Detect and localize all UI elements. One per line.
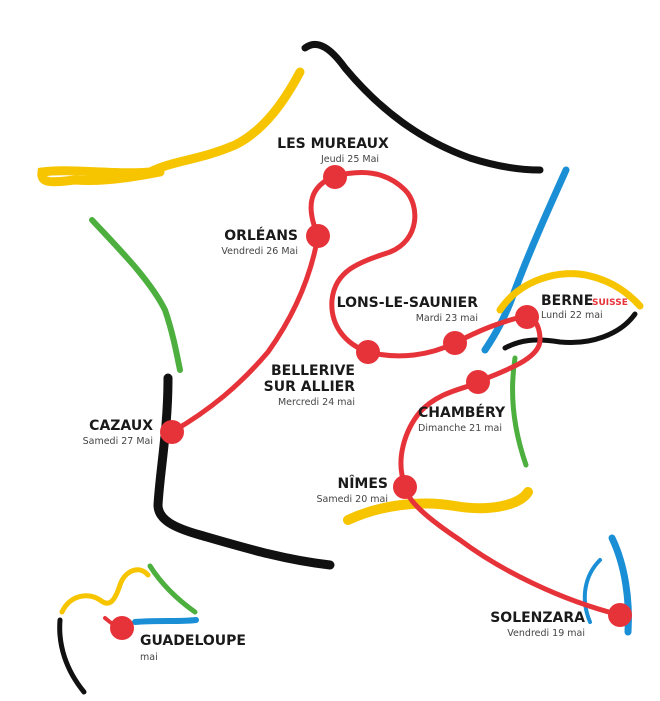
city-label-chambery: CHAMBÉRY [418, 404, 506, 421]
date-label-guadeloupe: mai [140, 652, 158, 663]
stop-marker-guadeloupe[interactable] [110, 616, 134, 640]
stop-marker-bellerive[interactable] [356, 340, 380, 364]
outline-black-north [301, 40, 544, 174]
city-label-les-mureaux: LES MUREAUX [277, 136, 389, 152]
country-tag-suisse: SUISSE [592, 298, 628, 308]
date-label-orleans: Vendredi 26 Mai [221, 246, 298, 257]
stop-marker-les-mureaux[interactable] [323, 165, 347, 189]
guadeloupe-green [147, 563, 198, 615]
stop-marker-lons-le-saunier[interactable] [443, 331, 467, 355]
date-label-cazaux: Samedi 27 Mai [83, 436, 153, 447]
stop-markers [110, 165, 632, 640]
guadeloupe-blue [132, 617, 199, 625]
date-label-chambery: Dimanche 21 mai [418, 423, 502, 434]
city-label-bellerive-line1: BELLERIVE [271, 363, 355, 379]
city-label-lons-le-saunier: LONS-LE-SAUNIER [337, 295, 479, 311]
city-label-nimes: NÎMES [337, 475, 388, 492]
corsica-blue-2 [582, 558, 602, 624]
stop-marker-cazaux[interactable] [160, 420, 184, 444]
stop-labels: LES MUREAUX Jeudi 25 Mai ORLÉANS Vendred… [83, 136, 628, 663]
outline-yellow-north [37, 67, 305, 187]
city-label-bellerive-line2: SUR ALLIER [264, 379, 356, 395]
outline-yellow-south [343, 487, 533, 525]
outline-blue-east [481, 166, 570, 354]
outline-green-west [89, 217, 183, 373]
outline-black-alps [502, 311, 638, 351]
date-label-les-mureaux: Jeudi 25 Mai [320, 154, 379, 165]
stop-marker-chambery[interactable] [466, 370, 490, 394]
date-label-nimes: Samedi 20 mai [317, 494, 388, 505]
date-label-solenzara: Vendredi 19 mai [507, 628, 585, 639]
outline-green-alps [510, 355, 529, 468]
guadeloupe-yellow [59, 567, 151, 615]
city-label-orleans: ORLÉANS [224, 227, 298, 244]
stop-marker-berne[interactable] [515, 305, 539, 329]
city-label-berne: BERNE [541, 293, 593, 309]
stop-marker-nimes[interactable] [393, 475, 417, 499]
city-label-solenzara: SOLENZARA [490, 610, 585, 626]
city-label-guadeloupe: GUADELOUPE [140, 633, 246, 649]
outline-yellow-alps [496, 270, 644, 314]
guadeloupe-black [57, 617, 87, 695]
stop-marker-orleans[interactable] [306, 224, 330, 248]
guadeloupe-outline [57, 563, 199, 695]
date-label-lons-le-saunier: Mardi 23 mai [416, 313, 478, 324]
date-label-bellerive: Mercredi 24 mai [278, 397, 355, 408]
date-label-berne: Lundi 22 mai [541, 310, 603, 321]
city-label-cazaux: CAZAUX [89, 418, 153, 434]
stop-marker-solenzara[interactable] [608, 603, 632, 627]
